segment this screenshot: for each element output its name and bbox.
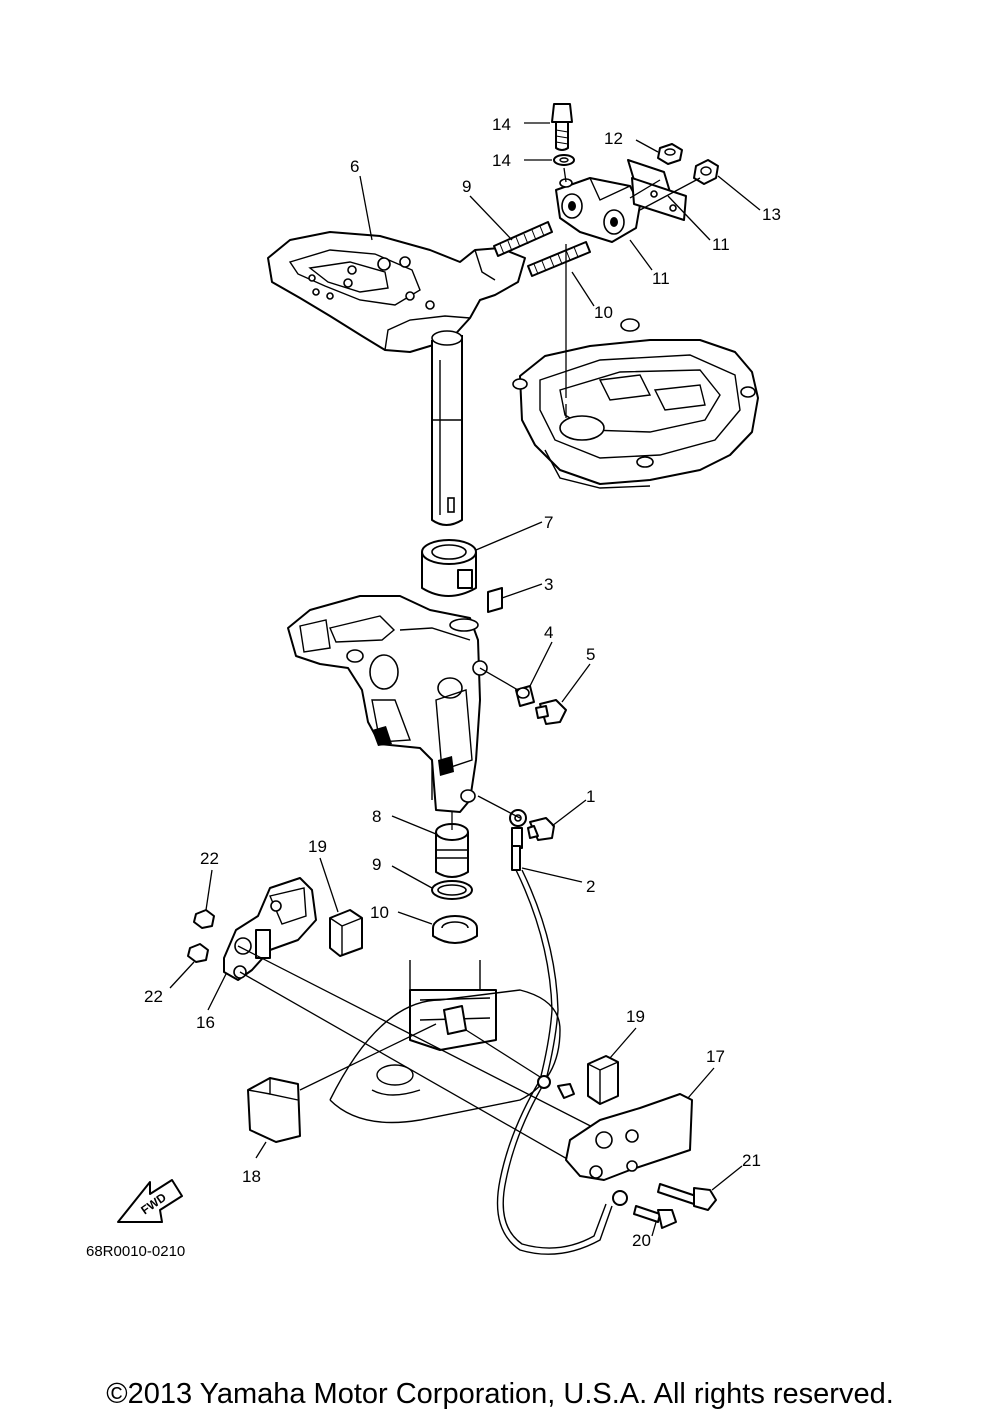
- swivel-bracket: [287, 595, 488, 813]
- o-ring-9: [431, 880, 473, 900]
- damper-19-left: [329, 909, 363, 957]
- callout-20: 20: [632, 1231, 651, 1250]
- mount-rubber-12: [555, 177, 641, 243]
- callout-13: 11: [712, 235, 730, 254]
- callout-4: 4: [544, 623, 553, 642]
- callout-3: 3: [544, 575, 553, 594]
- callout-19-right: 19: [626, 1007, 645, 1026]
- callout-22-upper: 22: [200, 849, 219, 868]
- callout-6: 6: [350, 157, 359, 176]
- callout-9: 9: [372, 855, 381, 874]
- callout-2: 2: [586, 877, 595, 896]
- bushing-8: [435, 823, 469, 878]
- bushing-7: [421, 539, 477, 597]
- callout-7: 7: [544, 513, 553, 532]
- stud-bolt-11-upper: [493, 221, 553, 257]
- callout-5: 5: [586, 645, 595, 664]
- bolt-15: [551, 103, 573, 151]
- copyright-notice: ©2013 Yamaha Motor Corporation, U.S.A. A…: [106, 1378, 894, 1410]
- callout-21: 21: [742, 1151, 761, 1170]
- bolt-21: [657, 1183, 717, 1211]
- callout-14-right: 13: [762, 205, 781, 224]
- fwd-arrow-icon: FWD: [117, 1179, 183, 1223]
- damper-19-right: [587, 1055, 619, 1105]
- ground-lead-terminal: [537, 1075, 575, 1099]
- mount-bracket-17-right: [565, 1093, 693, 1181]
- washer-16: [553, 154, 575, 166]
- stud-bolt-11-lower: [527, 241, 591, 277]
- callout-leaders: [169, 122, 761, 1237]
- steering-arm-6: [267, 231, 526, 526]
- callout-8: 8: [372, 807, 381, 826]
- callout-17-right: 17: [706, 1047, 725, 1066]
- bottom-cowling: [512, 318, 759, 489]
- lower-casing-outline: [329, 960, 561, 1124]
- callout-10: 10: [370, 903, 389, 922]
- ground-lead-2: [496, 809, 628, 1255]
- callout-18: 18: [242, 1167, 261, 1186]
- callout-11-lower: 10: [594, 303, 613, 322]
- callout-17-left: 16: [196, 1013, 215, 1032]
- bolt-5: [535, 699, 567, 725]
- callout-16: 14: [492, 151, 511, 170]
- bushing-4: [515, 685, 535, 707]
- upper-mount-assembly: [493, 103, 719, 418]
- callout-14-left: 12: [604, 129, 623, 148]
- callout-12: 11: [652, 269, 670, 288]
- screw-1: [527, 817, 555, 841]
- mount-bracket-17-left: [223, 877, 317, 981]
- damper-18: [247, 1077, 301, 1143]
- nut-22-lower: [187, 943, 209, 963]
- plate-3: [487, 587, 503, 613]
- callout-labels: 14 14 12 13 11 11 10 9 6 7 3 4 5 1 2 8 9…: [86, 115, 781, 1260]
- nut-14-right: [693, 159, 719, 185]
- oil-seal-10: [432, 915, 478, 944]
- callout-19-left: 19: [308, 837, 327, 856]
- drawing-code: 68R0010-0210: [86, 1243, 185, 1260]
- nut-14-left: [657, 143, 683, 165]
- callout-22-lower: 22: [144, 987, 163, 1006]
- callout-11-upper: 9: [462, 177, 471, 196]
- nut-22-upper: [193, 909, 215, 929]
- callout-15: 14: [492, 115, 511, 134]
- screw-20: [633, 1205, 677, 1229]
- callout-1: 1: [586, 787, 595, 806]
